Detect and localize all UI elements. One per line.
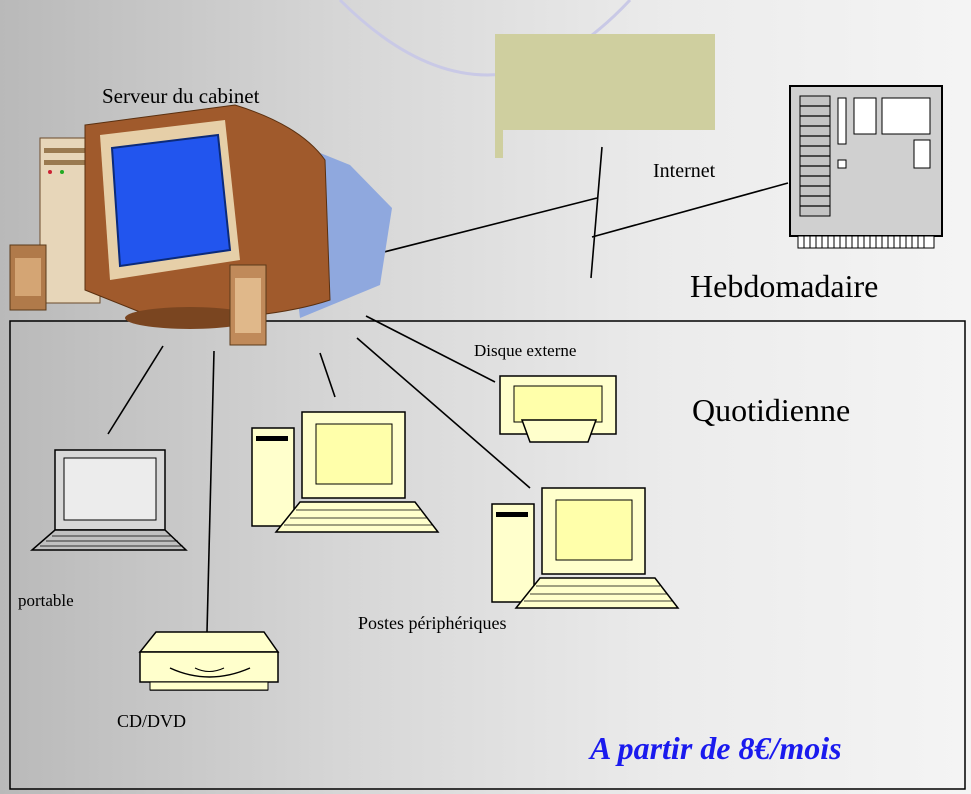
internet-label: Internet <box>653 160 716 182</box>
external-disk-icon <box>499 375 617 443</box>
connection-lines <box>107 146 789 633</box>
laptop-label: portable <box>18 591 74 610</box>
server-label: Serveur du cabinet <box>102 84 260 108</box>
remote-server-icon <box>789 85 943 249</box>
workstations-label: Postes périphériques <box>358 613 507 633</box>
desktop-computer-icon <box>251 411 440 533</box>
cd-dvd-label: CD/DVD <box>117 711 187 731</box>
daily-backup-frame <box>9 320 966 790</box>
weekly-backup-label: Hebdomadaire <box>690 268 879 304</box>
sticky-note-icon <box>495 34 715 158</box>
price-label: A partir de 8€/mois <box>590 730 842 766</box>
desktop-computer-icon <box>491 487 680 609</box>
laptop-icon <box>29 449 188 551</box>
server-computer-icon <box>9 104 392 346</box>
daily-backup-label: Quotidienne <box>692 392 851 428</box>
cd-dvd-drive-icon <box>138 631 280 691</box>
external-disk-label: Disque externe <box>474 341 577 360</box>
